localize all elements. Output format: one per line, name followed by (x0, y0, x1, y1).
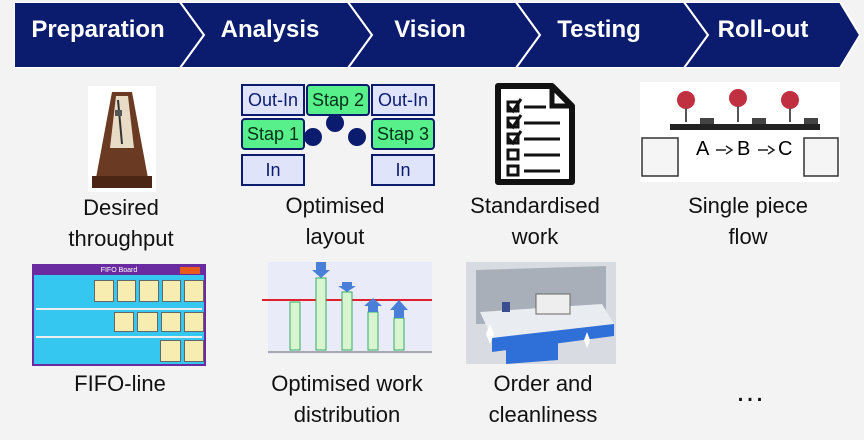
step-rollout: Roll-out (717, 16, 809, 43)
operator-dot (304, 128, 322, 146)
checklist-document-icon (495, 83, 575, 185)
label-order-cleanliness: Order and cleanliness (488, 371, 598, 427)
layout-box-out-in-right: Out-In (371, 84, 435, 116)
label-single-piece-flow: Single piece flow (688, 193, 808, 249)
label-desired-throughput: Desired throughput (68, 195, 174, 251)
label-standardised-work: Standardised work (470, 193, 600, 249)
layout-box-in-left: In (241, 154, 305, 186)
chevron-testing (514, 2, 710, 68)
process-chevron-bar (14, 2, 860, 68)
label-fifo-line: FIFO-line (74, 371, 166, 396)
chevron-rollout (682, 2, 860, 68)
work-distribution-graphic (262, 262, 432, 354)
operator-dot (326, 114, 344, 132)
fifo-board-title: FIFO Board (34, 266, 204, 275)
layout-box-stap3: Stap 3 (371, 118, 435, 150)
single-piece-flow-illustration (640, 82, 840, 182)
step-vision: Vision (394, 16, 466, 43)
chevron-analysis (178, 2, 374, 68)
layout-box-in-right: In (371, 154, 435, 186)
step-testing: Testing (557, 16, 641, 43)
label-optimised-layout: Optimised layout (285, 193, 385, 249)
label-optimised-work-distribution: Optimised work distribution (271, 371, 423, 427)
arrow-icon (716, 145, 734, 155)
flow-c: C (778, 138, 793, 160)
step-preparation: Preparation (31, 16, 165, 43)
layout-box-stap2: Stap 2 (306, 84, 370, 116)
office-desk-illustration (466, 262, 616, 364)
arrow-icon (758, 145, 776, 155)
chevron-vision (346, 2, 542, 68)
flow-b: B (737, 138, 751, 160)
metronome-icon (88, 86, 156, 192)
layout-box-out-in-left: Out-In (241, 84, 305, 116)
ellipsis-more: … (735, 375, 765, 408)
layout-box-stap1: Stap 1 (241, 118, 305, 150)
step-analysis: Analysis (220, 16, 320, 43)
fifo-board-image: FIFO Board (32, 264, 206, 366)
operator-dot (348, 128, 366, 146)
flow-a: A (696, 138, 710, 160)
